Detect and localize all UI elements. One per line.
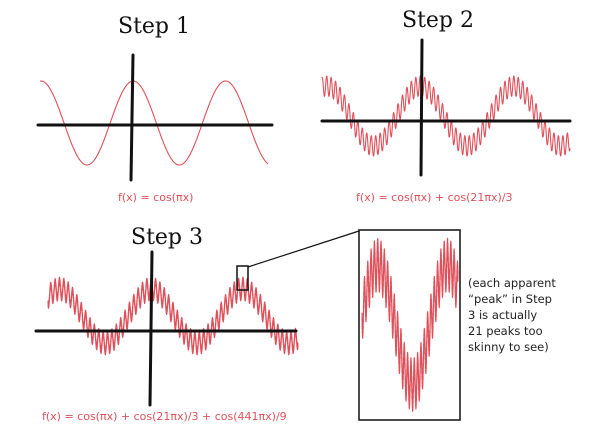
zoom-panel xyxy=(358,229,461,421)
note-line-3: 3 is actually xyxy=(468,308,537,322)
step-2-y-axis xyxy=(419,38,424,177)
step-3-formula: f(x) = cos(πx) + cos(21πx)/3 + cos(441πx… xyxy=(42,410,287,423)
step-1-panel: Step 1 f(x) = cos(πx) xyxy=(36,14,274,204)
note-line-4: 21 peaks too xyxy=(468,324,543,338)
zoom-curve xyxy=(361,237,459,413)
step-1-curve xyxy=(39,80,269,166)
step-2-title: Step 2 xyxy=(402,8,474,33)
note-line-2: “peak” in Step xyxy=(468,292,552,306)
step-2-formula: f(x) = cos(πx) + cos(21πx)/3 xyxy=(356,191,513,204)
step-1-formula: f(x) = cos(πx) xyxy=(118,191,193,204)
step-3-title: Step 3 xyxy=(131,225,203,250)
step-3-y-axis xyxy=(148,250,154,407)
step-2-panel: Step 2 f(x) = cos(πx) + cos(21πx)/3 xyxy=(320,8,572,204)
note-line-1: (each apparent xyxy=(468,276,556,290)
explanation-note: (each apparent “peak” in Step 3 is actua… xyxy=(468,276,556,354)
step-1-title: Step 1 xyxy=(118,14,190,39)
step-3-curve xyxy=(47,276,299,356)
step-1-y-axis xyxy=(129,53,135,182)
zoom-connector-line xyxy=(247,230,360,268)
step-3-panel: Step 3 f(x) = cos(πx) + cos(21πx)/3 + co… xyxy=(34,225,299,423)
zoom-source-box xyxy=(236,265,249,291)
note-line-5: skinny to see) xyxy=(468,340,549,354)
step-2-curve xyxy=(321,75,571,157)
zoom-callout xyxy=(236,229,461,421)
